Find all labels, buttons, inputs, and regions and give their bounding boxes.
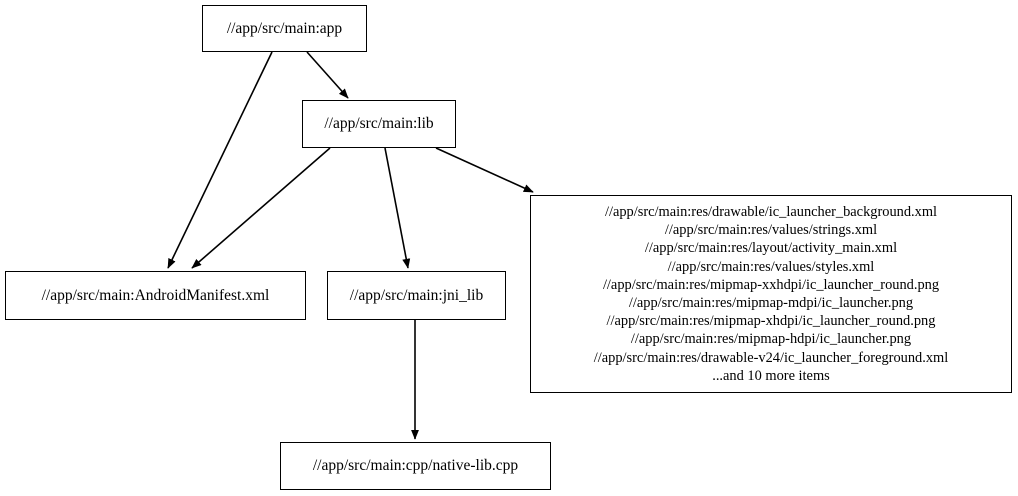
graph-node-lib-label: //app/src/main:lib [324,115,434,133]
graph-node-resources[interactable]: //app/src/main:res/drawable/ic_launcher_… [530,195,1012,393]
edge-lib-to-resources [435,147,534,193]
graph-node-lib[interactable]: //app/src/main:lib [302,100,456,148]
graph-node-jni-lib[interactable]: //app/src/main:jni_lib [327,271,506,320]
edge-app-to-manifest [167,51,273,269]
graph-node-app[interactable]: //app/src/main:app [202,5,367,52]
graph-node-android-manifest-label: //app/src/main:AndroidManifest.xml [41,286,270,304]
graph-node-native-lib-cpp-label: //app/src/main:cpp/native-lib.cpp [312,457,519,475]
graph-node-jni-lib-label: //app/src/main:jni_lib [349,286,484,304]
edge-lib-to-jni-lib [384,147,411,269]
graph-node-app-label: //app/src/main:app [226,19,343,37]
edge-app-to-lib [306,51,349,99]
edge-lib-to-manifest [191,147,331,269]
graph-node-android-manifest[interactable]: //app/src/main:AndroidManifest.xml [5,271,306,320]
graph-node-resources-label: //app/src/main:res/drawable/ic_launcher_… [593,203,949,384]
graph-node-native-lib-cpp[interactable]: //app/src/main:cpp/native-lib.cpp [280,442,551,490]
